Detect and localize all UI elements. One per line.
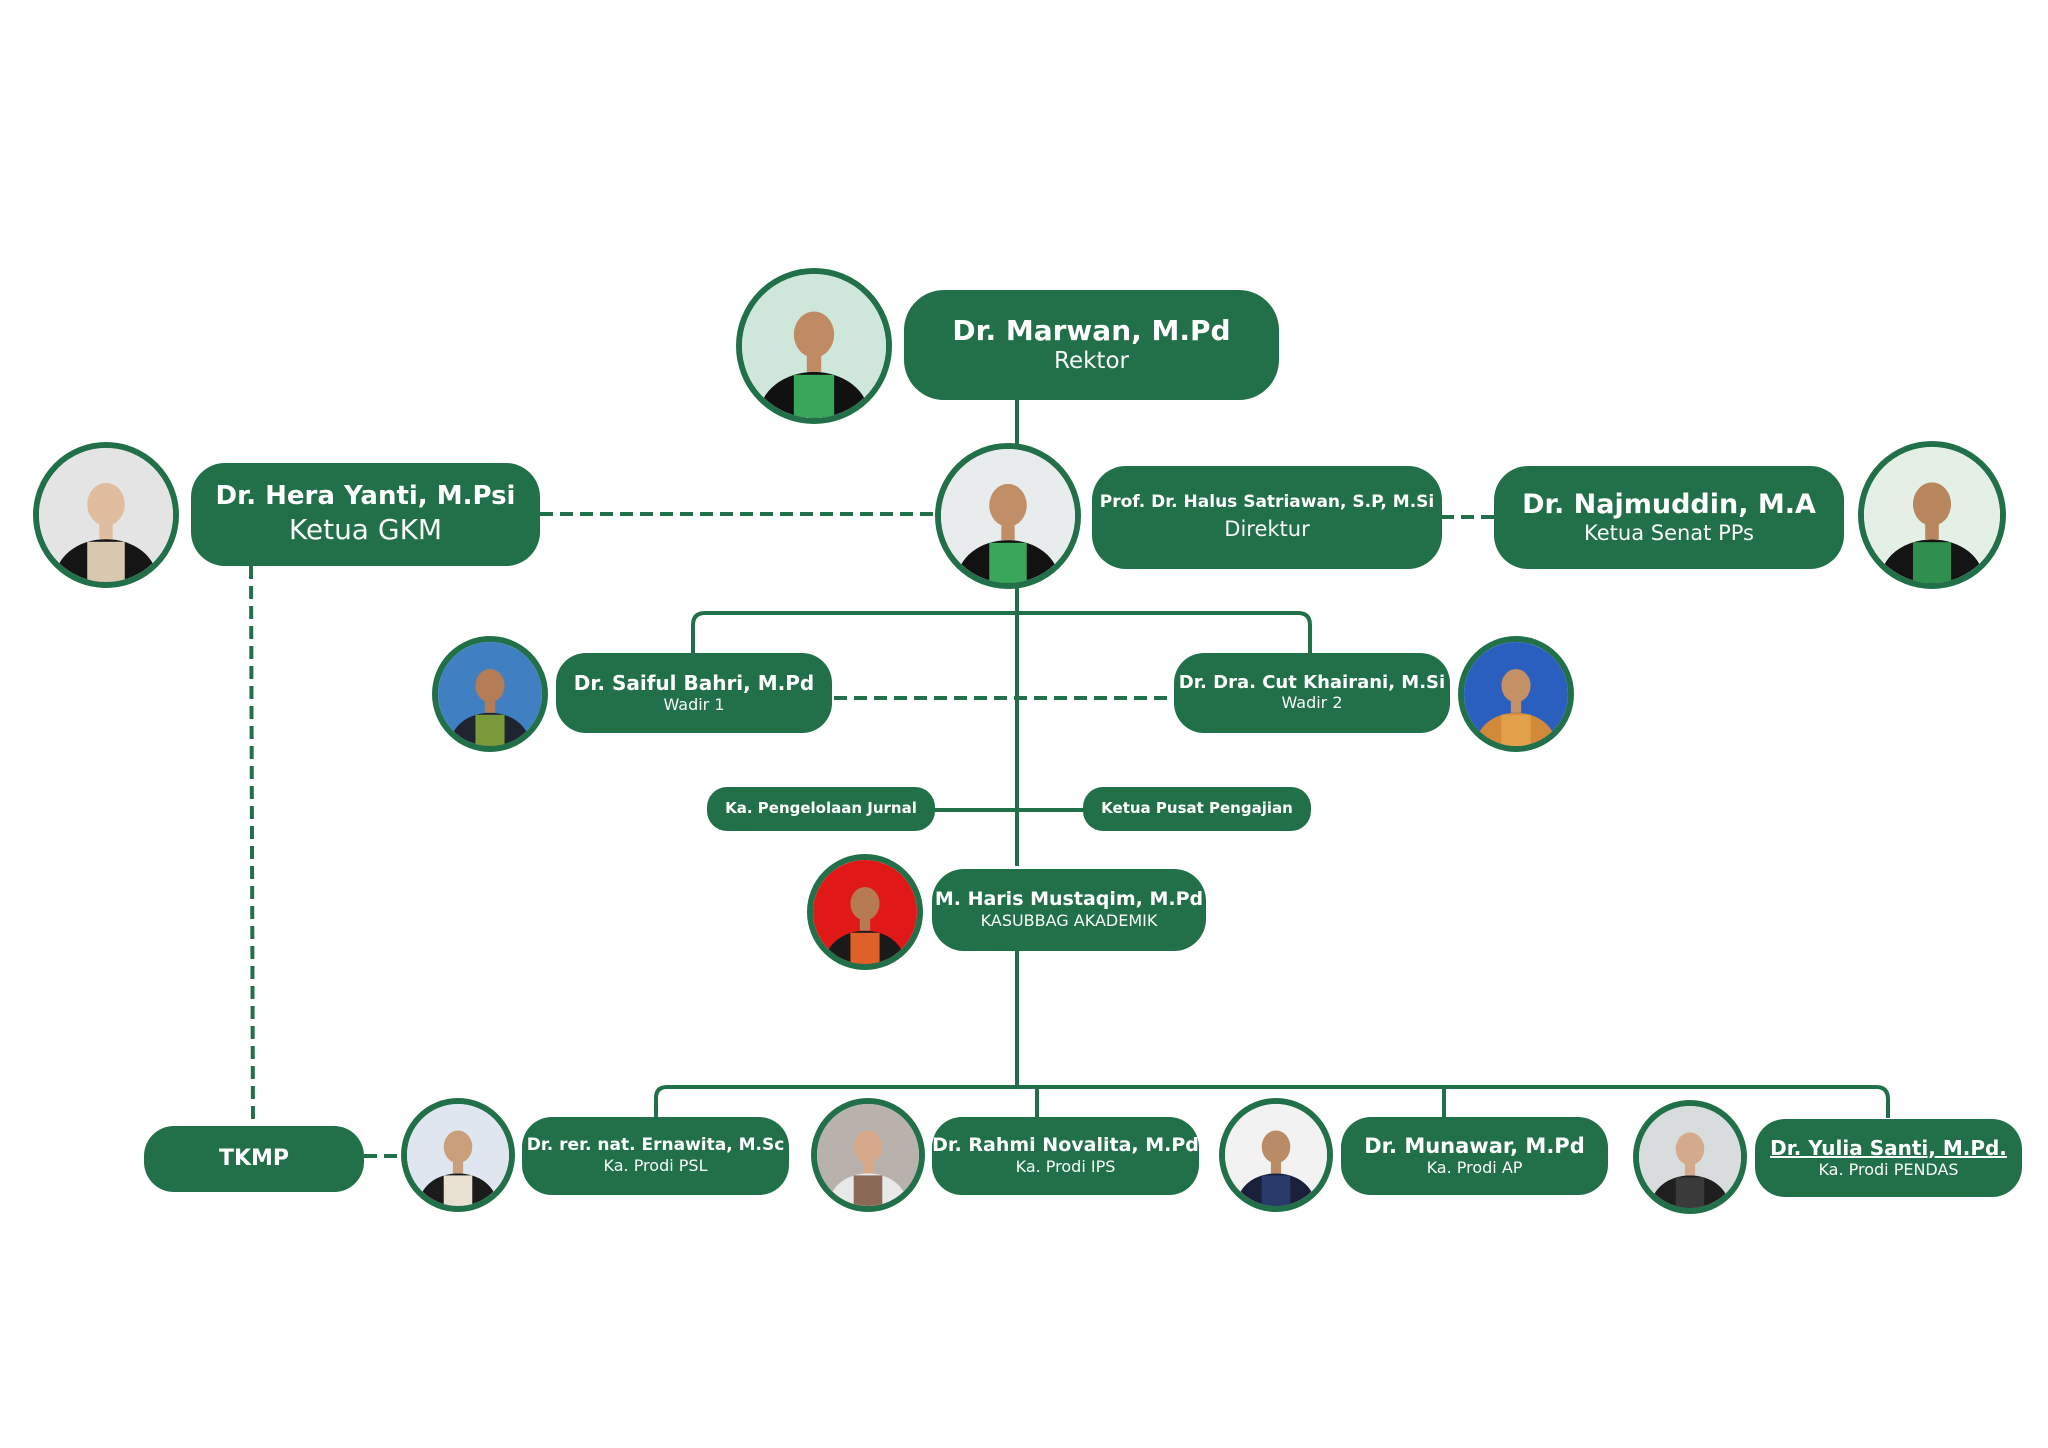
- prodi-ips-photo-sash: [853, 1175, 883, 1206]
- prodi-pendas-name: Dr. Yulia Santi, M.Pd.: [1770, 1135, 2007, 1160]
- rektor-photo: [736, 268, 892, 424]
- wadir1-photo-neck: [484, 698, 496, 713]
- wadir1-name: Dr. Saiful Bahri, M.Pd: [573, 670, 815, 695]
- gkm-name: Dr. Hera Yanti, M.Psi: [215, 481, 516, 512]
- tkmp-card: TKMP: [144, 1126, 364, 1192]
- pengajian-card: Ketua Pusat Pengajian: [1083, 787, 1311, 831]
- akademik-photo-neck: [859, 916, 871, 931]
- prodi-ap-role: Ka. Prodi AP: [1426, 1158, 1523, 1178]
- akademik-name: M. Haris Mustaqim, M.Pd: [934, 888, 1204, 911]
- prodi-ips-photo-head: [853, 1130, 883, 1164]
- wadir2-card: Dr. Dra. Cut Khairani, M.Si Wadir 2: [1174, 653, 1450, 733]
- jurnal-card: Ka. Pengelolaan Jurnal: [707, 787, 935, 831]
- gkm-photo-head: [87, 482, 125, 526]
- prodi-ips-card: Dr. Rahmi Novalita, M.Pd Ka. Prodi IPS: [932, 1117, 1199, 1195]
- prodi-ap-photo-neck: [1270, 1159, 1282, 1174]
- prodi-pendas-photo-head: [1675, 1132, 1705, 1166]
- direktur-role: Direktur: [1224, 517, 1310, 542]
- akademik-photo-head: [850, 887, 880, 921]
- senat-card: Dr. Najmuddin, M.A Ketua Senat PPs: [1494, 466, 1844, 569]
- prodi-pendas-photo: [1633, 1100, 1747, 1214]
- prodi-psl-role: Ka. Prodi PSL: [603, 1155, 708, 1175]
- wadir1-photo: [432, 636, 548, 752]
- jurnal-label: Ka. Pengelolaan Jurnal: [725, 799, 917, 818]
- prodi-psl-photo: [401, 1098, 515, 1212]
- prodi-ap-card: Dr. Munawar, M.Pd Ka. Prodi AP: [1341, 1117, 1608, 1195]
- prodi-pendas-card: Dr. Yulia Santi, M.Pd. Ka. Prodi PENDAS: [1755, 1119, 2022, 1197]
- rektor-name: Dr. Marwan, M.Pd: [952, 313, 1231, 347]
- gkm-photo-sash: [87, 541, 125, 582]
- wadir2-photo-sash: [1501, 714, 1531, 746]
- direktur-photo: [935, 443, 1081, 589]
- wadir2-photo-head: [1501, 669, 1531, 703]
- senat-photo-head: [1912, 482, 1952, 526]
- senat-photo: [1858, 441, 2006, 589]
- wadir1-photo-sash: [475, 714, 505, 746]
- wadir2-photo-neck: [1510, 698, 1522, 713]
- line-prodi-bracket: [654, 1085, 1890, 1118]
- prodi-ap-photo-head: [1261, 1130, 1291, 1164]
- wadir2-role: Wadir 2: [1281, 693, 1343, 713]
- prodi-ap-name: Dr. Munawar, M.Pd: [1364, 1133, 1585, 1158]
- wadir1-role: Wadir 1: [663, 694, 725, 714]
- rektor-photo-head: [793, 311, 835, 358]
- prodi-ips-role: Ka. Prodi IPS: [1015, 1156, 1116, 1176]
- prodi-pendas-photo-sash: [1675, 1177, 1705, 1208]
- prodi-ips-photo-neck: [862, 1159, 874, 1174]
- rektor-role: Rektor: [1054, 347, 1129, 374]
- direktur-name: Prof. Dr. Halus Satriawan, S.P, M.Si: [1099, 491, 1435, 512]
- wadir2-photo: [1458, 636, 1574, 752]
- tkmp-label: TKMP: [218, 1146, 290, 1172]
- prodi-psl-card: Dr. rer. nat. Ernawita, M.Sc Ka. Prodi P…: [522, 1117, 789, 1195]
- prodi-ips-name: Dr. Rahmi Novalita, M.Pd: [932, 1134, 1199, 1157]
- prodi-psl-photo-sash: [443, 1175, 473, 1206]
- gkm-card: Dr. Hera Yanti, M.Psi Ketua GKM: [191, 463, 540, 566]
- prodi-pendas-photo-neck: [1684, 1161, 1696, 1176]
- prodi-ips-photo: [811, 1098, 925, 1212]
- prodi-psl-photo-head: [443, 1130, 473, 1164]
- rektor-card: Dr. Marwan, M.Pd Rektor: [904, 290, 1279, 400]
- wadir1-card: Dr. Saiful Bahri, M.Pd Wadir 1: [556, 653, 832, 733]
- direktur-card: Prof. Dr. Halus Satriawan, S.P, M.Si Dir…: [1092, 466, 1442, 569]
- wadir2-name: Dr. Dra. Cut Khairani, M.Si: [1178, 671, 1446, 693]
- akademik-role: KASUBBAG AKADEMIK: [980, 910, 1158, 930]
- wadir1-photo-head: [475, 669, 505, 703]
- prodi-ap-photo: [1219, 1098, 1333, 1212]
- senat-photo-sash: [1912, 542, 1952, 583]
- direktur-photo-head: [989, 483, 1027, 527]
- prodi-pendas-role: Ka. Prodi PENDAS: [1818, 1159, 1959, 1179]
- senat-name: Dr. Najmuddin, M.A: [1522, 488, 1816, 520]
- gkm-role: Ketua GKM: [288, 512, 443, 546]
- senat-role: Ketua Senat PPs: [1584, 520, 1754, 545]
- prodi-psl-name: Dr. rer. nat. Ernawita, M.Sc: [526, 1135, 785, 1156]
- dash-gkm-tkmp: [249, 565, 255, 1129]
- akademik-photo-sash: [850, 932, 880, 964]
- akademik-photo: [807, 854, 923, 970]
- akademik-card: M. Haris Mustaqim, M.Pd KASUBBAG AKADEMI…: [932, 869, 1206, 951]
- pengajian-label: Ketua Pusat Pengajian: [1101, 799, 1293, 818]
- direktur-photo-sash: [989, 542, 1027, 583]
- prodi-ap-photo-sash: [1261, 1175, 1291, 1206]
- rektor-photo-sash: [793, 374, 835, 418]
- prodi-psl-photo-neck: [452, 1159, 464, 1174]
- line-wadir-bracket: [691, 611, 1312, 653]
- gkm-photo: [33, 442, 179, 588]
